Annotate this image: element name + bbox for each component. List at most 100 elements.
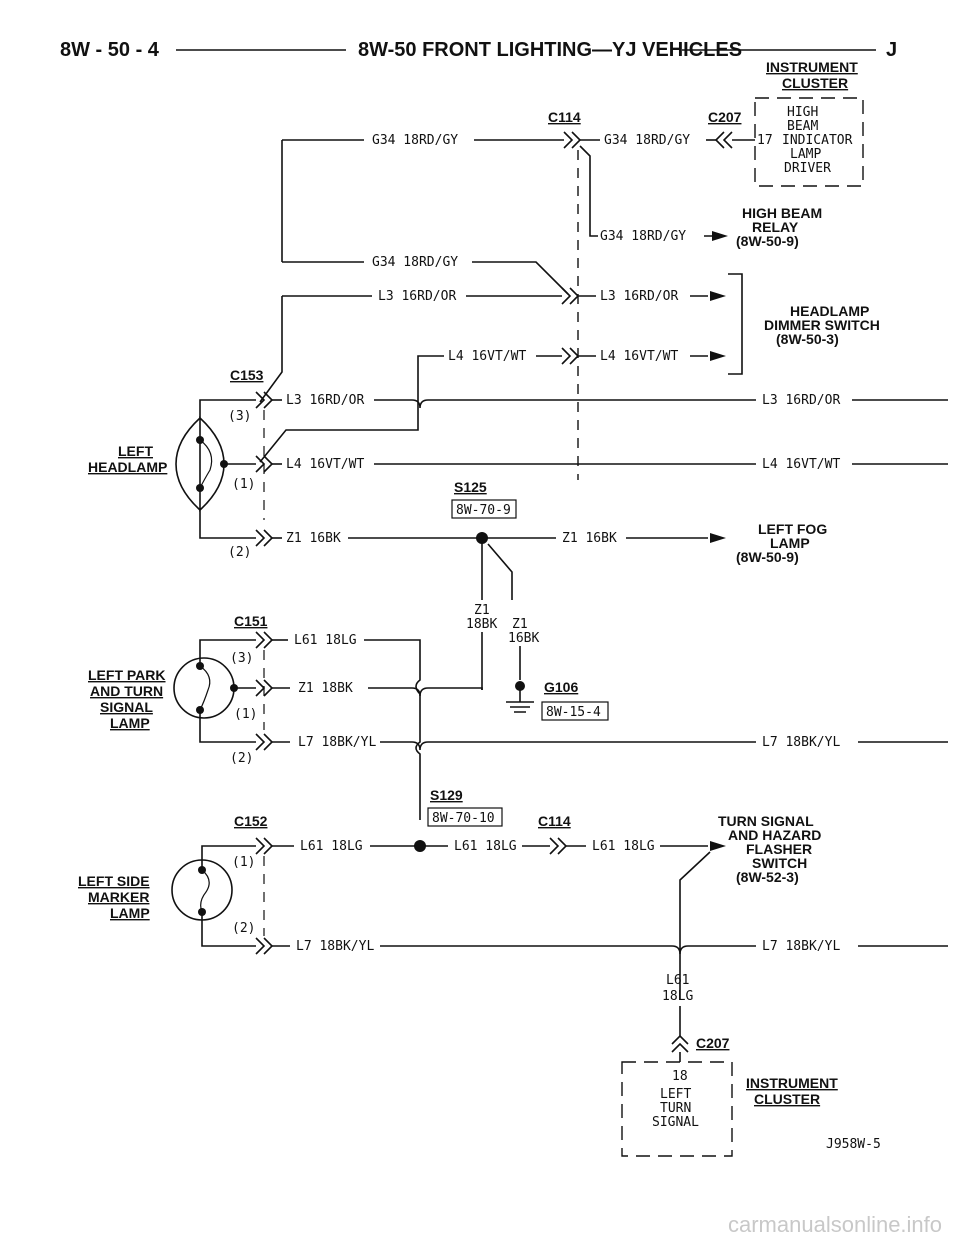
- s129-label: S129: [430, 787, 463, 803]
- ground-icon: [506, 701, 534, 713]
- park-turn-label-3: SIGNAL: [100, 699, 153, 715]
- left-headlamp-label-1: LEFT: [118, 443, 153, 459]
- instrument-cluster-top-label-2: CLUSTER: [782, 75, 848, 91]
- l7-wire-label-4: L7 18BK/YL: [762, 939, 840, 954]
- dimmer-switch-label-2: DIMMER SWITCH: [764, 317, 880, 333]
- c152-pin1-connector-icon: [255, 837, 274, 855]
- s125-label: S125: [454, 479, 487, 495]
- z1-18bk-wire-label: Z1 18BK: [298, 681, 353, 696]
- instrument-cluster-bottom-label-2: CLUSTER: [754, 1091, 820, 1107]
- c114-top-connector-icon: [563, 131, 582, 149]
- z1-park-wire-b: [368, 687, 483, 697]
- l4-wire-label-1: L4 16VT/WT: [448, 349, 526, 364]
- flasher-label-3: FLASHER: [746, 841, 812, 857]
- c151-pin2: (2): [230, 751, 253, 766]
- s129-ref-box: [427, 807, 503, 827]
- high-beam-line-4: LAMP: [790, 147, 821, 162]
- c152-pin2: (2): [232, 921, 255, 936]
- c153-pin1: (1): [232, 477, 255, 492]
- l3-wire-label-1: L3 16RD/OR: [378, 289, 456, 304]
- dimmer-switch-bracket: [728, 273, 743, 375]
- left-turn-line-1: LEFT: [660, 1087, 691, 1102]
- l61-short-label: L61: [666, 973, 689, 988]
- g106-ref-box: [541, 701, 609, 721]
- l61-flasher-drop: [679, 851, 711, 1000]
- l4-wire-label-2: L4 16VT/WT: [600, 349, 678, 364]
- c151-pin2-connector-icon: [255, 733, 274, 751]
- l61-park-wire-b: [364, 639, 421, 820]
- high-beam-relay-label-2: RELAY: [752, 219, 799, 235]
- high-beam-relay-label-3: (8W-50-9): [736, 233, 799, 249]
- watermark: carmanualsonline.info: [728, 1212, 942, 1237]
- c151-label: C151: [234, 613, 268, 629]
- left-fog-lamp-label-1: LEFT FOG: [758, 521, 827, 537]
- l7-marker-wire-b: [380, 945, 756, 955]
- s125-ref: 8W-70-9: [456, 503, 511, 518]
- left-turn-pin: 18: [672, 1069, 688, 1084]
- l3-drop-to-c153: [259, 296, 283, 403]
- instrument-cluster-top-label-1: INSTRUMENT: [766, 59, 858, 75]
- high-beam-line-5: DRIVER: [784, 161, 831, 176]
- w18lg-label: 18LG: [662, 989, 693, 1004]
- left-fog-lamp-label-3: (8W-50-9): [736, 549, 799, 565]
- park-turn-pin3-wire: [199, 639, 256, 666]
- c151-pin3-connector-icon: [255, 631, 274, 649]
- c114-bottom-label: C114: [538, 813, 571, 829]
- park-turn-lamp-icon: [173, 657, 235, 719]
- l3-wire-label-4: L3 16RD/OR: [762, 393, 840, 408]
- instrument-cluster-bottom-box: [621, 1061, 733, 1157]
- park-turn-filament-icon: [199, 665, 211, 711]
- instrument-cluster-bottom-label-1: INSTRUMENT: [746, 1075, 838, 1091]
- park-turn-label-1: LEFT PARK: [88, 667, 166, 683]
- l4-wire-a: [417, 355, 444, 378]
- headlamp-pin2-wire: [199, 510, 256, 539]
- dimmer-switch-label-3: (8W-50-3): [776, 331, 839, 347]
- g34-wire-label-2: G34 18RD/GY: [604, 133, 690, 148]
- z1-label-a: Z1: [474, 603, 490, 618]
- page-number: 8W - 50 - 4: [60, 39, 160, 61]
- dimmer-l3-arrow-icon: [710, 291, 726, 301]
- left-turn-line-3: SIGNAL: [652, 1115, 699, 1130]
- l7-park-wire-b: [380, 741, 756, 751]
- g34-wire-label-4: G34 18RD/GY: [372, 255, 458, 270]
- c151-pin3: (3): [230, 651, 253, 666]
- c151-pin1: (1): [234, 707, 257, 722]
- flasher-label-5: (8W-52-3): [736, 869, 799, 885]
- section-letter: J: [886, 39, 897, 61]
- side-marker-pin1-wire: [201, 845, 256, 870]
- headlamp-lens-icon: [175, 417, 201, 511]
- l61-wire-label-3: L61 18LG: [454, 839, 517, 854]
- left-fog-lamp-label-2: LAMP: [770, 535, 810, 551]
- g34-wire-label-3: G34 18RD/GY: [600, 229, 686, 244]
- g34-wire-label-1: G34 18RD/GY: [372, 133, 458, 148]
- s129-ref: 8W-70-10: [432, 811, 495, 826]
- l7-wire-label-1: L7 18BK/YL: [298, 735, 376, 750]
- flasher-label-1: TURN SIGNAL: [718, 813, 814, 829]
- high-beam-line-3: INDICATOR: [782, 133, 853, 148]
- g106-label: G106: [544, 679, 578, 695]
- page-title: 8W-50 FRONT LIGHTING—YJ VEHICLES: [358, 39, 742, 61]
- side-marker-label-2: MARKER: [88, 889, 149, 905]
- dimmer-switch-label-1: HEADLAMP: [790, 303, 869, 319]
- high-beam-line-2: BEAM: [787, 119, 818, 134]
- g106-ref: 8W-15-4: [546, 705, 601, 720]
- c153-pin2-connector-icon: [255, 529, 274, 547]
- l3-headlamp-wire-b: [374, 399, 756, 409]
- c153-pin3-connector-icon: [255, 391, 274, 409]
- l61-wire-label-1: L61 18LG: [294, 633, 357, 648]
- l7-wire-label-2: L7 18BK/YL: [762, 735, 840, 750]
- flasher-label-4: SWITCH: [752, 855, 807, 871]
- c114-bottom-connector-icon: [549, 837, 568, 855]
- w18bk-label: 18BK: [466, 617, 497, 632]
- z1-label-b: Z1: [512, 617, 528, 632]
- instrument-cluster-top-box: [754, 97, 864, 187]
- headlamp-pin3-wire: [199, 399, 256, 418]
- flasher-arrow-icon: [710, 841, 726, 851]
- l7-wire-label-3: L7 18BK/YL: [296, 939, 374, 954]
- c153-pin2: (2): [228, 545, 251, 560]
- c207-top-label: C207: [708, 109, 742, 125]
- c152-pin2-connector-icon: [255, 937, 274, 955]
- figure-id: J958W-5: [826, 1137, 881, 1152]
- left-headlamp-label-2: HEADLAMP: [88, 459, 167, 475]
